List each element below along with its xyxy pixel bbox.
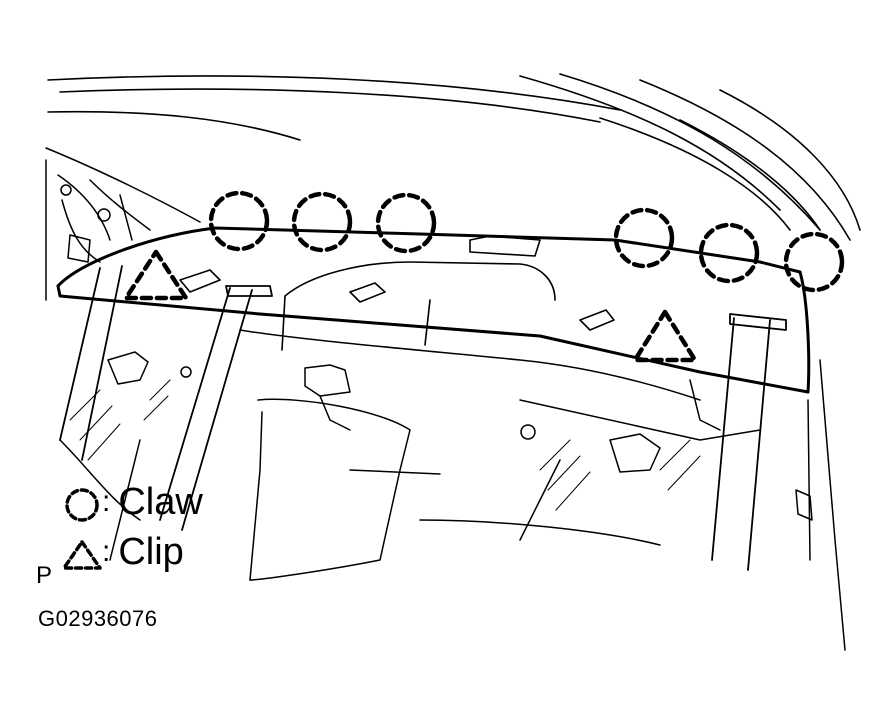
tray-details [179, 235, 615, 351]
legend-clip: : Clip [62, 532, 184, 572]
legend-claw: : Claw [62, 482, 203, 522]
clip-marker [632, 309, 698, 363]
roof-lines [47, 73, 861, 241]
clip-markers [123, 249, 698, 363]
figure-id: G02936076 [38, 606, 158, 631]
left-pillar [45, 147, 201, 301]
legend-clip-separator: : [102, 535, 111, 568]
clip-legend-icon [62, 540, 102, 570]
claw-marker [291, 191, 353, 253]
legend-claw-separator: : [102, 485, 111, 518]
seat-belts [59, 265, 787, 571]
legend-claw-label: Claw [118, 481, 203, 523]
claw-marker [783, 231, 845, 293]
claw-marker [698, 222, 760, 284]
package-tray [56, 226, 811, 394]
corner-mark: P [36, 562, 53, 589]
rear-seat [59, 329, 846, 651]
claw-legend-icon [65, 488, 99, 522]
shading-hatch [69, 379, 701, 511]
claw-markers [208, 190, 845, 293]
legend-clip-label: Clip [118, 531, 184, 573]
claw-marker [613, 207, 675, 269]
claw-marker [208, 190, 270, 252]
clip-marker [123, 249, 189, 301]
claw-marker [375, 192, 437, 254]
